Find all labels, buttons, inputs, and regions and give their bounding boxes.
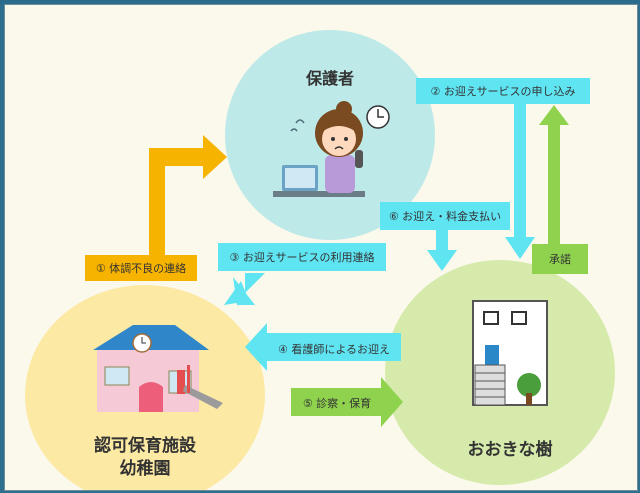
cyan-arrow-step3: [224, 273, 265, 305]
cyan-arrow-step2: [505, 100, 535, 259]
guardian-illustration: [273, 101, 390, 197]
orange-arrow: [149, 135, 227, 258]
cyan-arrow-step4: [245, 323, 401, 371]
step4-box: ④ 看護師によるお迎え: [277, 343, 391, 356]
nursery-label-line1: 認可保育施設: [94, 436, 196, 456]
step5-box: ⑤ 診察・保育: [302, 397, 372, 410]
ookina-building-illustration: [472, 300, 548, 406]
step3-box: ③ お迎えサービスの利用連絡: [218, 243, 386, 271]
green-arrow-approve: [539, 105, 569, 251]
nursery-label-line2: 幼稚園: [119, 459, 171, 479]
cyan-arrow-step6: [427, 228, 457, 271]
header-bar: [0, 0, 640, 4]
approve-box: 承諾: [532, 244, 588, 274]
guardian-label: 保護者: [305, 69, 354, 88]
step1-box: ① 体調不良の連絡: [85, 255, 197, 281]
step2-box: ② お迎えサービスの申し込み: [416, 78, 590, 104]
green-arrow-step5: [291, 377, 403, 427]
diagram-frame: 保護者 認可保育施設 幼稚園 おおきな樹 ① 体調不良の連絡 ② お迎えサービス…: [4, 4, 638, 491]
diagram-graphics: [93, 100, 569, 427]
step6-box: ⑥ お迎え・料金支払い: [380, 202, 510, 230]
ookina-label: おおきな樹: [467, 440, 553, 460]
nursery-building-illustration: [93, 325, 223, 412]
